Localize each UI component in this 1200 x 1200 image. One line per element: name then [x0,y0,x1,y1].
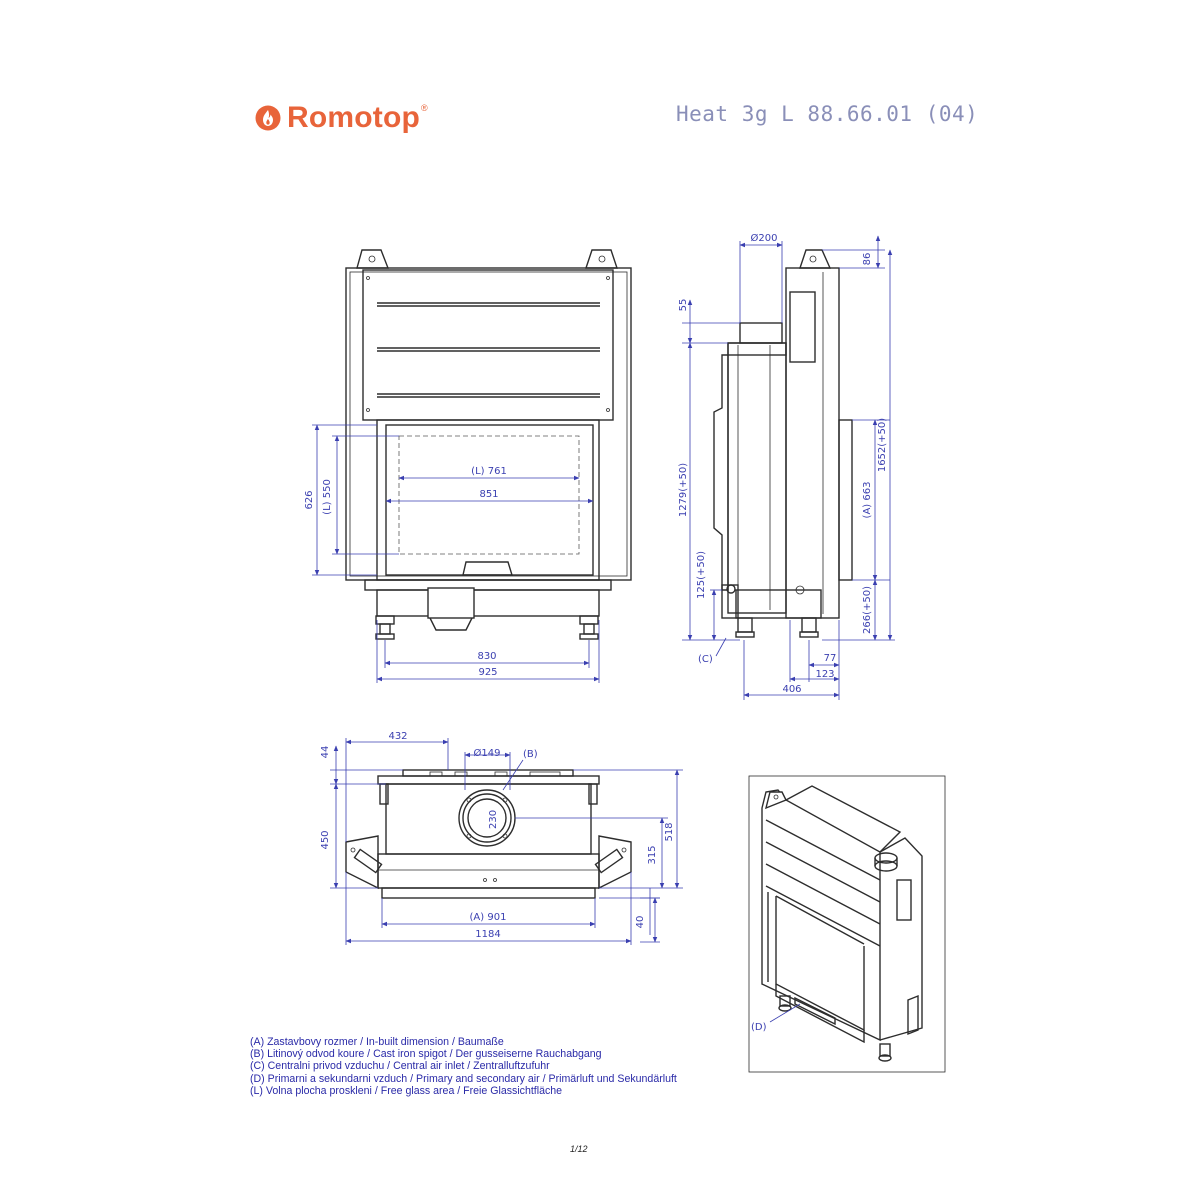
document-title: Heat 3g L 88.66.01 (04) [676,102,979,126]
dim-flue-center-height: 1279(+50) [678,463,689,517]
dim-feet-span: 830 [477,651,496,662]
dim-overall-width: 925 [478,667,497,678]
side-view: Ø200 86 55 1279(+50) 125(+50) (A) 663 16… [678,232,895,700]
dim-glass-height: (L) 550 [322,479,333,515]
dim-foot-depth: 40 [635,916,646,929]
dim-flue-height: 55 [678,299,689,312]
brand-name: Romotop [287,101,421,134]
dim-total-height: 1652(+50) [877,418,888,472]
brand-logo: Romotop ® [255,98,428,138]
spigot-label: 230 [488,810,499,829]
legend: (A) Zastavbovy rozmer / In-built dimensi… [250,1036,677,1097]
dim-install-height: (A) 663 [862,482,873,519]
dim-install-width: (A) 901 [470,912,507,923]
dim-opening-height: 626 [304,490,315,509]
page-header: Romotop ® Heat 3g L 88.66.01 (04) [0,0,1200,160]
dim-glass-width: (L) 761 [471,466,507,477]
dim-air-inlet-height: 125(+50) [696,551,707,599]
brand-registered-mark: ® [421,103,428,113]
legend-item-c: (C) Centralni privod vzduchu / Central a… [250,1060,550,1073]
dim-base-height: 266(+50) [862,586,873,634]
legend-item-a: (A) Zastavbovy rozmer / In-built dimensi… [250,1036,504,1048]
dim-install-depth: 315 [647,845,658,864]
flame-logo-icon [255,105,281,131]
dim-foot-offset-2: 123 [815,669,834,680]
top-view: 230 432 Ø149 (B) 44 450 518 315 [320,731,683,945]
page-number: 1/12 [570,1144,588,1154]
front-view: (L) 761 851 830 925 626 (L) 550 [304,249,632,683]
dim-overall-depth-top: 518 [664,822,675,841]
isometric-view: (D) [748,775,946,1073]
dim-overall-depth: 406 [782,684,801,695]
dim-air-diameter: Ø149 [474,747,501,759]
dim-top-offset: 86 [862,253,873,266]
dim-overall-width-top: 1184 [475,929,500,940]
dim-inner-width: 851 [479,489,498,500]
dim-flue-offset: 432 [388,731,407,742]
legend-item-l: (L) Volna plocha proskleni / Free glass … [250,1084,563,1097]
callout-c: (C) [698,654,713,665]
callout-b: (B) [523,749,538,760]
dim-flue-depth: 44 [320,746,331,759]
dim-foot-offset-1: 77 [824,653,837,664]
callout-d: (D) [751,1022,767,1033]
dim-flue-diameter: Ø200 [751,232,778,244]
legend-item-d: (D) Primarni a sekundarni vzduch / Prima… [250,1072,677,1085]
dim-inner-depth: 450 [320,830,331,849]
legend-item-b: (B) Litinový odvod koure / Cast iron spi… [250,1048,602,1061]
